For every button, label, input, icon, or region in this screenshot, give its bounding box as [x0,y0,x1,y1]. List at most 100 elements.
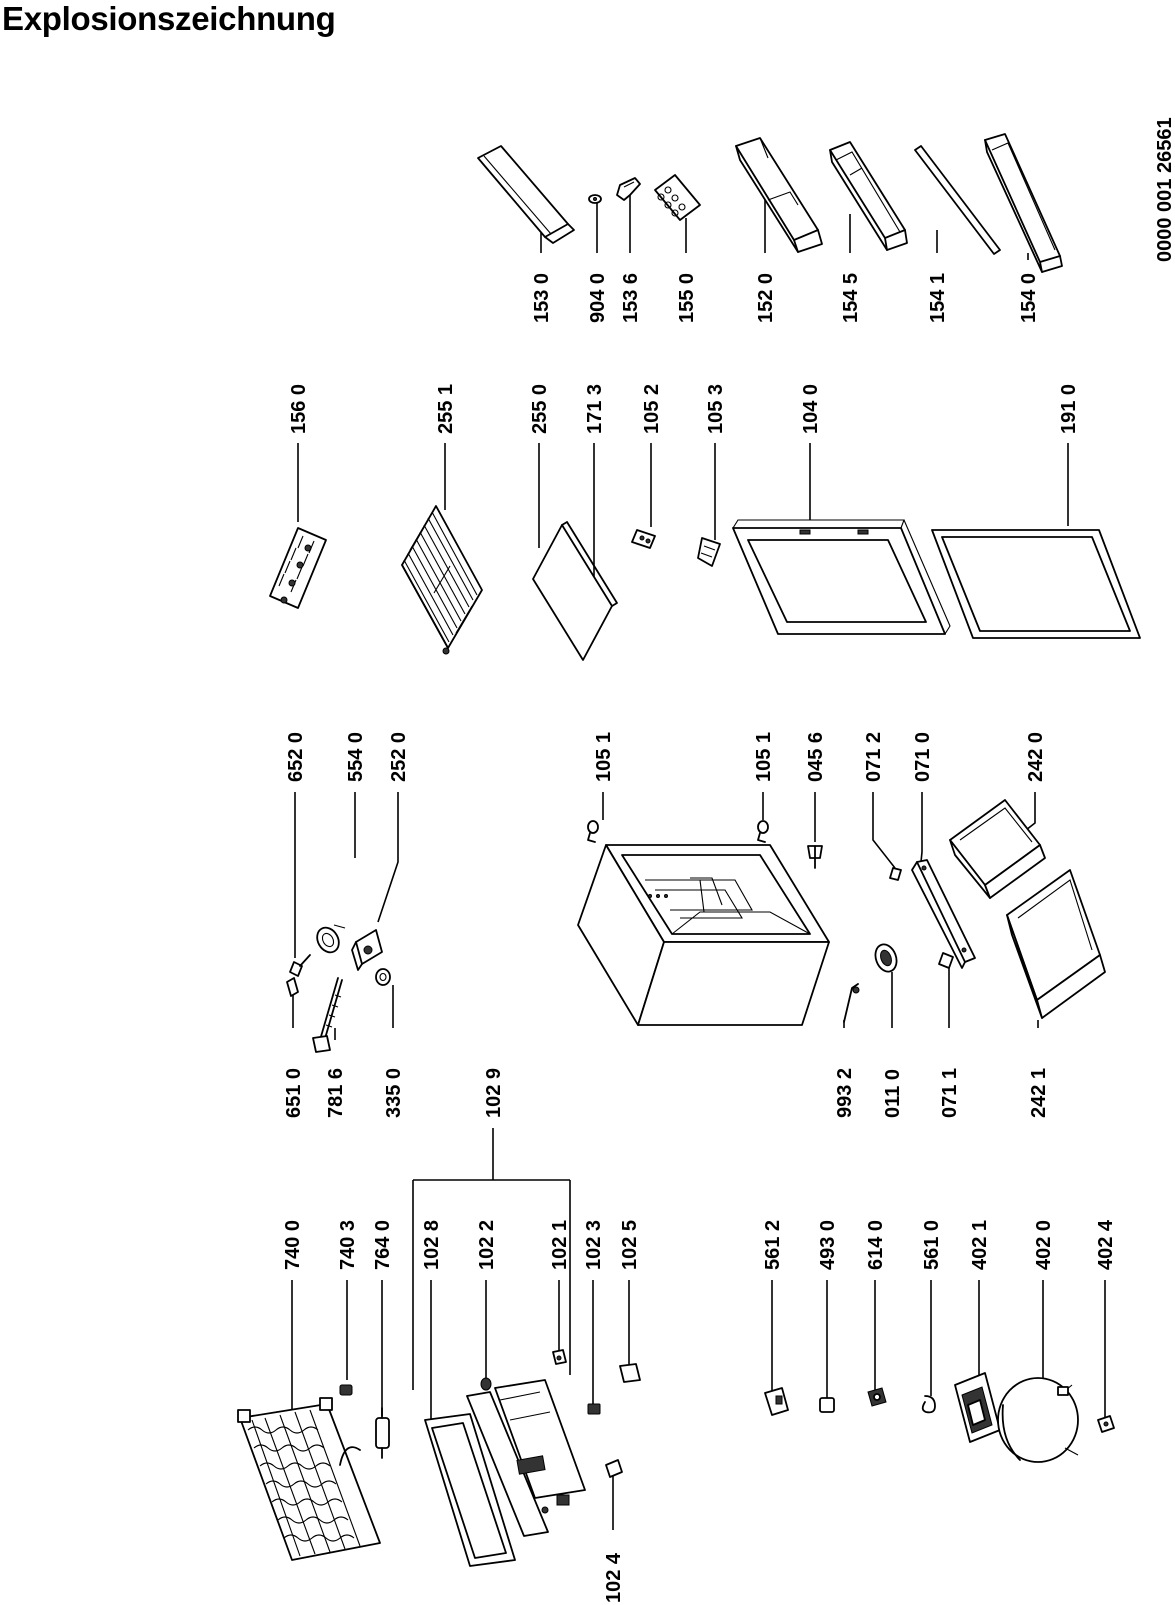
part-1024-drawing [605,1459,623,1478]
cabinet-body-drawing [577,844,830,1026]
part-label-7400: 740 0 [282,1220,304,1270]
part-label-2520: 252 0 [388,732,410,782]
part-9040-drawing [588,194,602,204]
part-label-2551: 255 1 [435,384,457,434]
part-label-9040: 904 0 [587,273,609,323]
part-label-1545: 154 5 [840,273,862,323]
part-label-1040: 104 0 [800,384,822,434]
part-1520-drawing [735,137,823,253]
part-label-5540: 554 0 [345,732,367,782]
part-2420-drawing [949,799,1046,899]
part-label-1541: 154 1 [927,273,949,323]
part-1560-drawing [269,527,327,609]
part-7403-drawing [339,1384,353,1396]
page-title: Explosionszeichnung [2,0,336,37]
part-1550-drawing [654,174,701,221]
part-label-5610: 561 0 [921,1220,943,1270]
part-label-4021: 402 1 [969,1220,991,1270]
part-6520-drawing [289,954,311,977]
part-label-3350: 335 0 [383,1068,405,1118]
part-1023-drawing [587,1403,601,1415]
part-label-4020: 402 0 [1033,1220,1055,1270]
part-1028-drawing [424,1413,516,1567]
part-4024-drawing [1097,1415,1115,1433]
part-6510-drawing [286,977,299,997]
part-label-6520: 652 0 [285,732,307,782]
part-label-1052: 105 2 [641,384,663,434]
part-1545-drawing [829,141,908,251]
part-1540-drawing [984,133,1063,273]
part-1053-drawing [697,537,721,567]
part-5610-drawing [921,1395,936,1414]
part-1052-drawing [631,529,656,549]
part-label-1713: 171 3 [584,384,606,434]
part-2421-drawing [1006,869,1106,1019]
part-2551-drawing [401,505,483,655]
part-0711-drawing [938,952,954,969]
part-7640-drawing [375,1407,390,1459]
part-label-7403: 740 3 [337,1220,359,1270]
part-label-4024: 402 4 [1095,1219,1117,1270]
part-label-7640: 764 0 [372,1220,394,1270]
part-1029-drawing [466,1379,586,1537]
part-1040-drawing [732,519,951,635]
part-label-1540: 154 0 [1018,273,1040,323]
part-9932-drawing [843,983,860,1023]
part-label-1536: 153 6 [620,273,642,323]
part-label-1560: 156 0 [288,384,310,434]
part-0456-drawing [807,845,823,869]
part-label-7816: 781 6 [325,1068,347,1118]
part-label-1023: 102 3 [583,1220,605,1270]
document-number: 0000 001 26561 [1154,117,1175,262]
part-label-2420: 242 0 [1025,732,1047,782]
leader-lines [291,194,1106,1530]
part-label-0110: 011 0 [882,1069,904,1118]
part-7816-drawing [312,977,343,1053]
part-5540-drawing [316,924,346,954]
part-1051-top-drawing [587,820,599,843]
part-1022-drawing [480,1377,492,1391]
part-3350-drawing [375,968,391,986]
part-label-1550: 155 0 [676,273,698,323]
part-drawings [237,133,1141,1567]
part-label-0710: 071 0 [912,732,934,782]
part-7400-drawing [237,1397,381,1561]
part-4930-drawing [819,1397,835,1413]
part-label-0456: 045 6 [805,732,827,782]
part-label-9932: 993 2 [834,1068,856,1118]
part-label-6140: 614 0 [865,1220,887,1270]
part-label-6510: 651 0 [283,1068,305,1118]
part-0710-drawing [911,859,976,969]
part-label-1022: 102 2 [476,1220,498,1270]
part-label-1530: 153 0 [531,273,553,323]
part-5612-drawing [764,1387,789,1416]
part-labels: 156 0 255 1 255 0 171 3 105 2 105 3 104 … [282,273,1117,1603]
part-label-1520: 152 0 [755,273,777,323]
part-1530-drawing [477,145,575,244]
part-2520-drawing [351,929,383,971]
part-label-1910: 191 0 [1058,384,1080,434]
part-label-1051-top: 105 1 [593,732,615,782]
part-label-0711: 071 1 [939,1068,961,1118]
part-label-1021: 102 1 [549,1220,571,1270]
part-4020-drawing [997,1377,1079,1463]
part-label-0712: 071 2 [863,732,885,782]
part-label-1051-bottom: 105 1 [753,732,775,782]
part-label-5612: 561 2 [762,1220,784,1270]
part-0110-drawing [874,943,898,973]
part-label-1025: 102 5 [619,1220,641,1270]
part-1025-drawing [619,1363,641,1383]
part-1910-drawing [931,529,1141,639]
part-label-2550: 255 0 [529,384,551,434]
part-4021-drawing [954,1372,1001,1443]
part-1541-drawing [914,145,1001,255]
part-0712-drawing [889,867,902,881]
part-1021-drawing [552,1349,567,1365]
part-1536-drawing [616,177,641,201]
part-label-1053: 105 3 [705,384,727,434]
part-label-2421: 242 1 [1028,1068,1050,1118]
part-1051-bottom-drawing [757,820,769,843]
part-label-1028: 102 8 [421,1220,443,1270]
part-2550-drawing [532,521,618,661]
